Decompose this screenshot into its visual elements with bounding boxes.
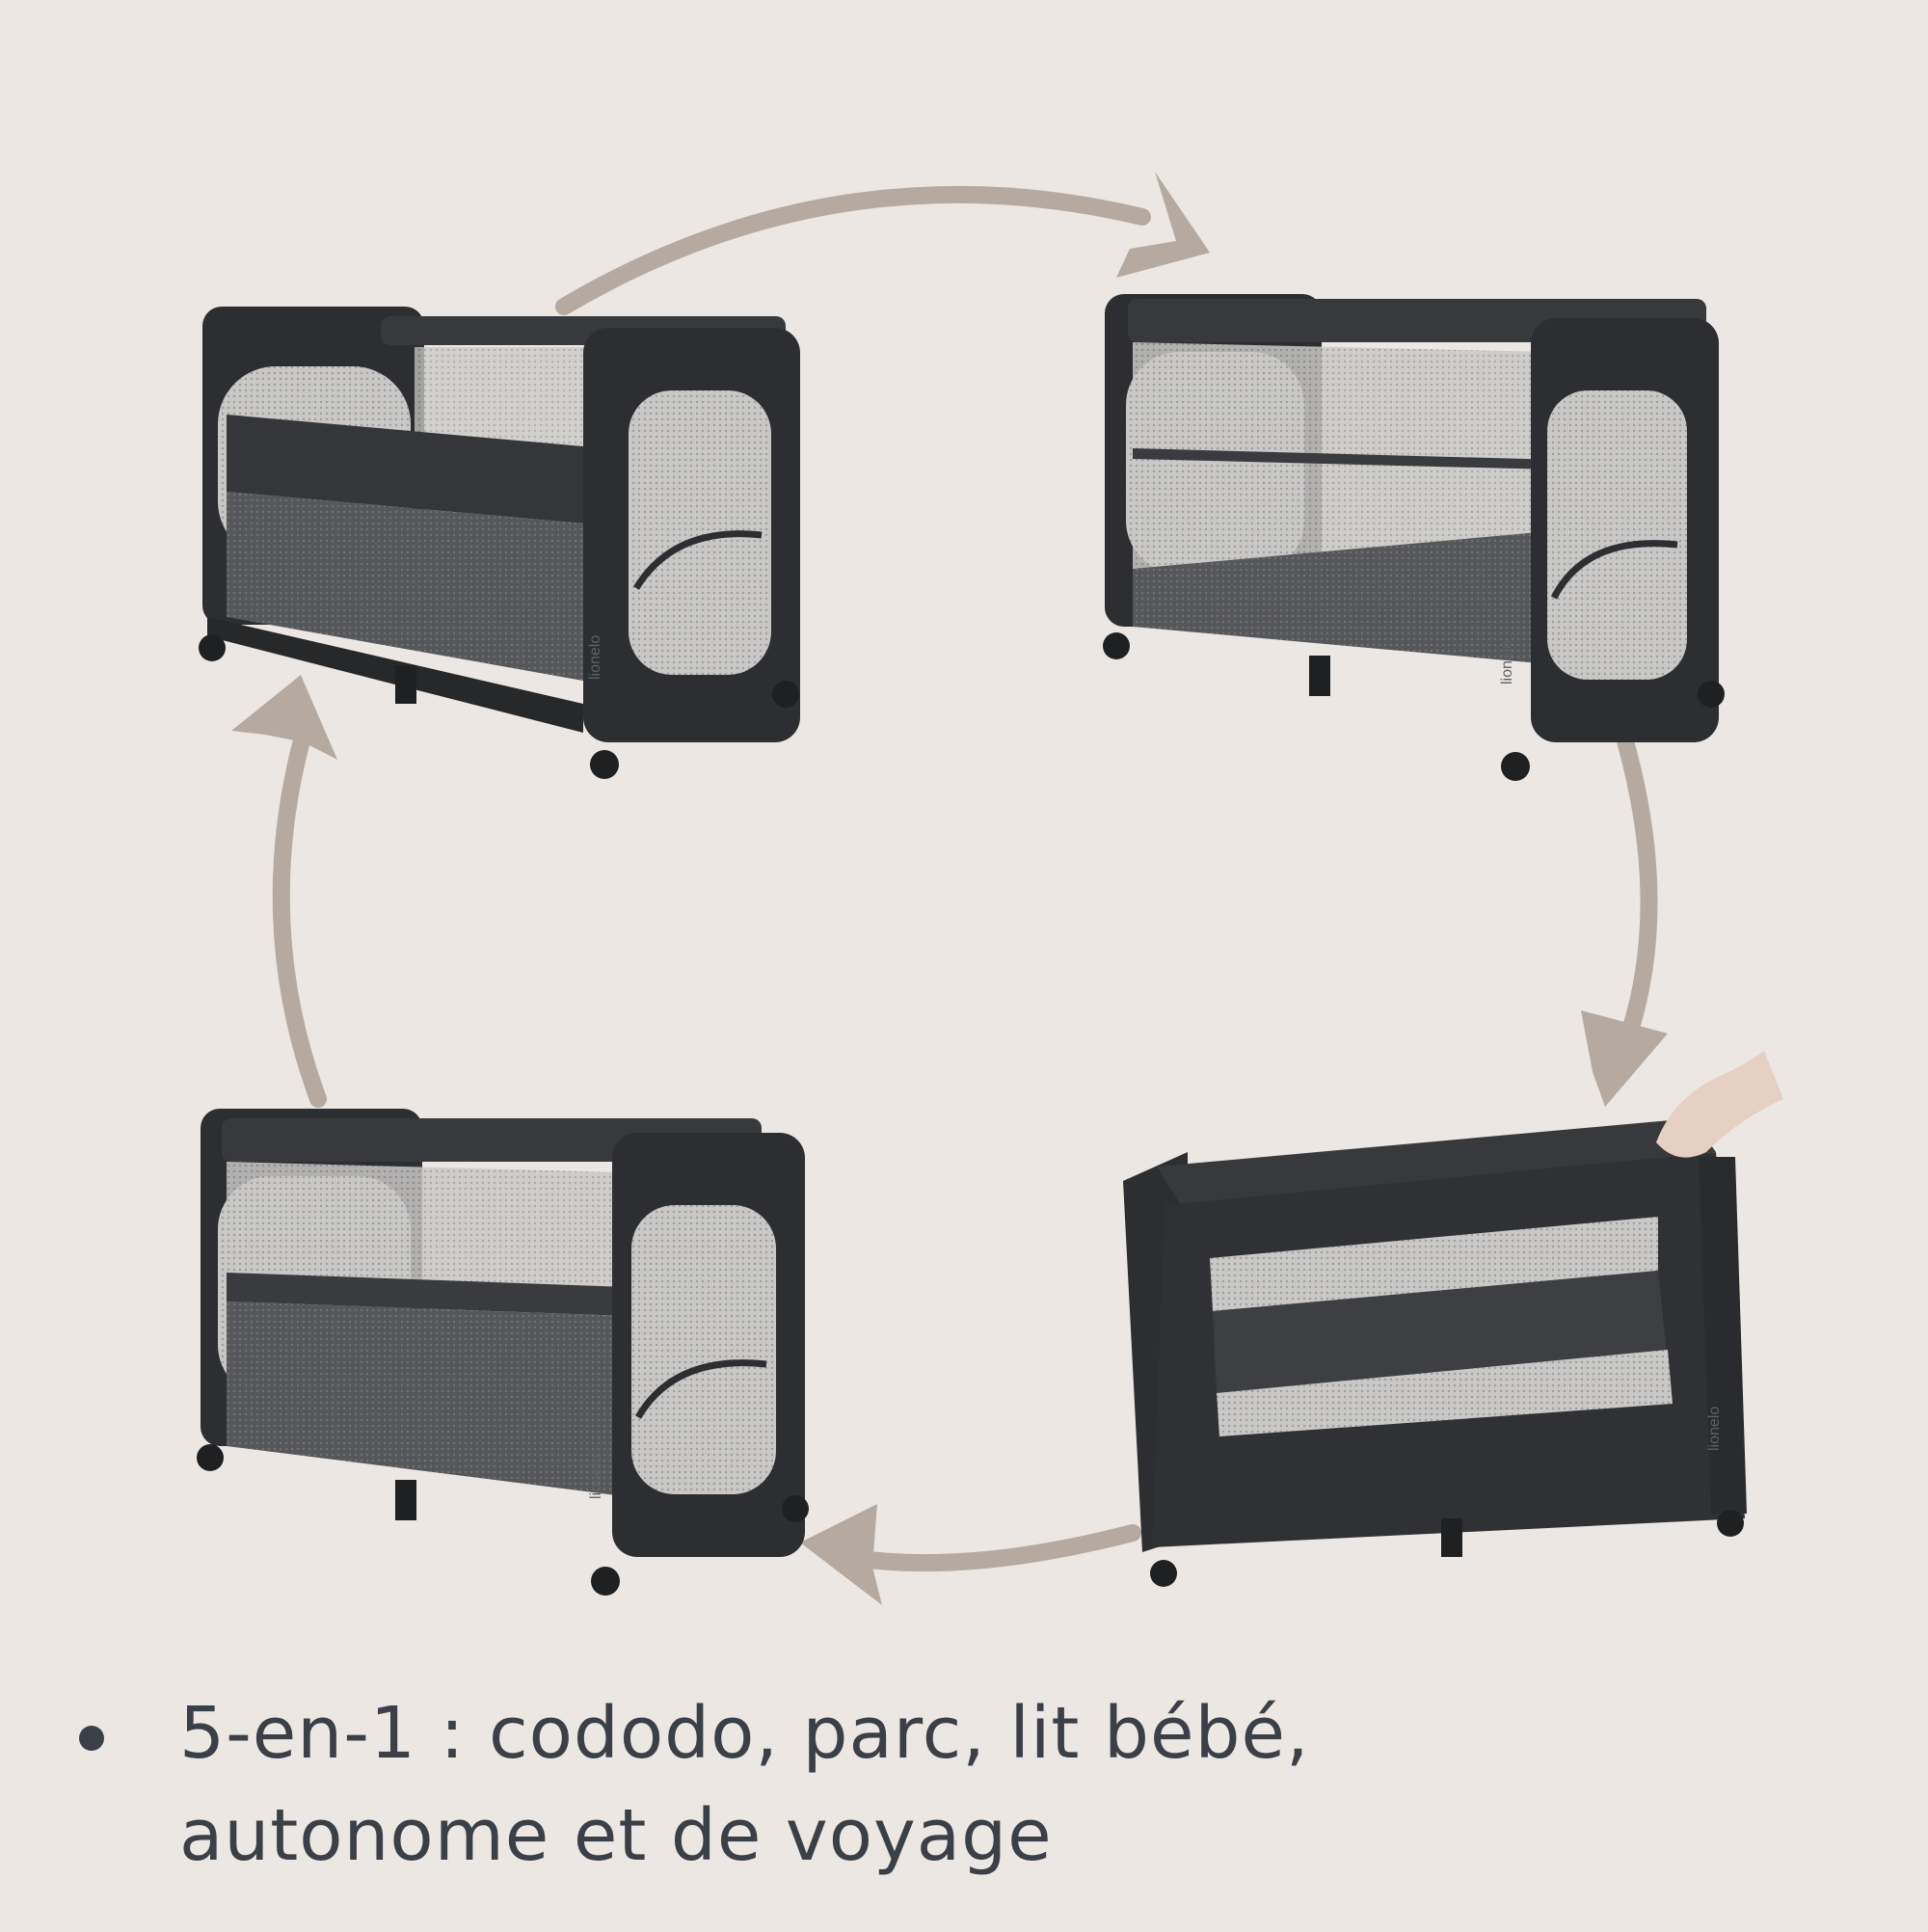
caption-line-2: autonome et de voyage [179, 1794, 1053, 1877]
feature-caption: 5-en-1 : cododo, parc, lit bébé, autonom… [67, 1682, 1803, 1887]
brand-mark-3: lionelo [588, 1455, 604, 1499]
brand-mark-4: lionelo [1706, 1407, 1723, 1451]
arrow-right-arc [1611, 719, 1658, 1069]
crib-top-right: lionelo [1103, 294, 1725, 781]
arrow-head-right [1581, 1010, 1668, 1107]
arrow-top-arc [555, 185, 1151, 315]
arrow-bottom-arc [840, 1524, 1141, 1572]
arrow-heads [231, 172, 1668, 1605]
arrow-head-top [1116, 172, 1210, 278]
arrow-left-arc [272, 714, 327, 1108]
arrow-head-left [231, 675, 337, 760]
crib-bottom-left: lionelo [197, 1109, 809, 1596]
brand-mark-2: lionelo [1499, 640, 1515, 684]
cycle-arrows [272, 185, 1658, 1572]
crib-bottom-right: lionelo [1123, 1051, 1783, 1587]
caption-line-1: 5-en-1 : cododo, parc, lit bébé, [179, 1692, 1310, 1775]
brand-mark-1: lionelo [587, 635, 603, 680]
crib-top-left: lionelo [199, 307, 800, 779]
bullet-point [79, 1726, 104, 1751]
arrow-head-bottom [800, 1504, 882, 1605]
hand-illustration [1656, 1051, 1783, 1158]
